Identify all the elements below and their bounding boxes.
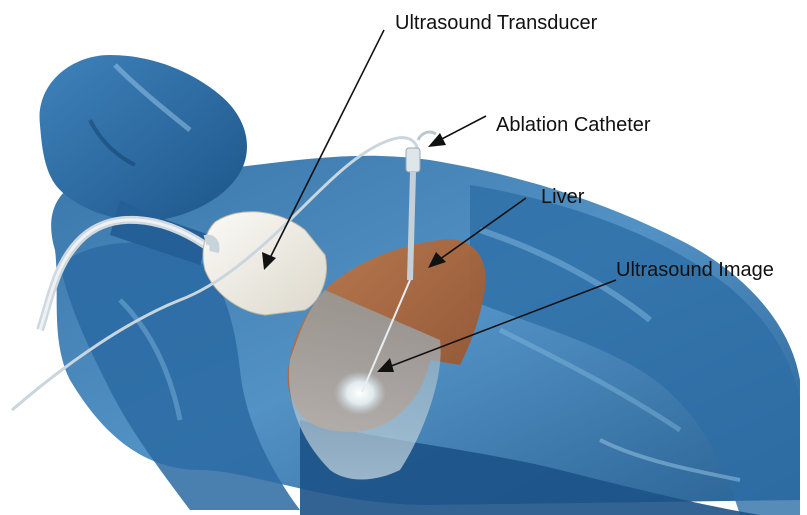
label-ultrasound-image: Ultrasound Image (616, 259, 774, 281)
ultrasound-image-glow (334, 371, 386, 415)
label-ablation-catheter: Ablation Catheter (496, 114, 651, 136)
label-liver: Liver (541, 186, 585, 208)
callout-catheter-arrow (428, 116, 486, 147)
label-ultrasound-transducer: Ultrasound Transducer (395, 12, 598, 34)
